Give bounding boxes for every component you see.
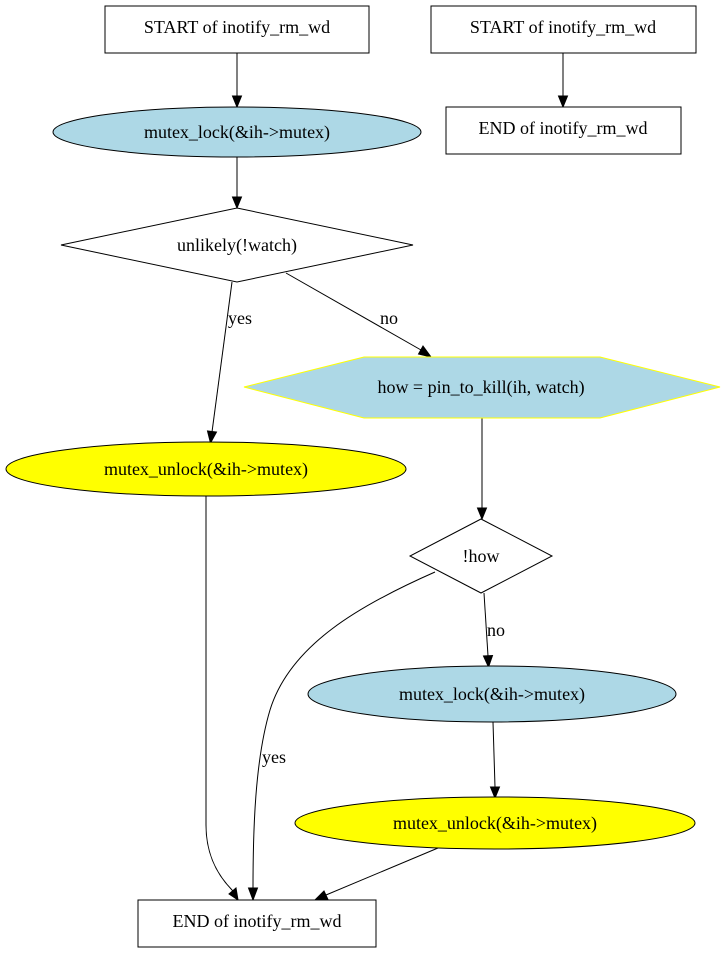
- node-start-2: START of inotify_rm_wd: [430, 5, 697, 54]
- edge-cond-watch-yes: [206, 281, 233, 445]
- node-mutex-unlock-2-label: mutex_unlock(&ih->mutex): [393, 813, 597, 834]
- node-cond-how: !how: [408, 518, 554, 594]
- edge-cond-how-yes: [247, 571, 436, 902]
- edge-unlock2-to-end-bottom: [313, 847, 439, 901]
- node-cond-watch-label: unlikely(!watch): [177, 235, 297, 256]
- node-mutex-lock-1-label: mutex_lock(&ih->mutex): [144, 122, 330, 143]
- node-mutex-unlock-1-label: mutex_unlock(&ih->mutex): [104, 459, 308, 480]
- edge-lock2-to-unlock2: [489, 721, 501, 800]
- edge-pin-to-cond-how: [476, 418, 488, 521]
- edge-start2-to-end-top: [557, 53, 569, 109]
- node-pin-to-kill-label: how = pin_to_kill(ih, watch): [377, 377, 584, 398]
- edge-label-how-no: no: [487, 620, 505, 640]
- node-mutex-lock-2-label: mutex_lock(&ih->mutex): [399, 684, 585, 705]
- node-pin-to-kill: how = pin_to_kill(ih, watch): [243, 356, 721, 419]
- node-mutex-unlock-2: mutex_unlock(&ih->mutex): [294, 796, 696, 850]
- edge-label-watch-yes: yes: [228, 308, 252, 328]
- node-start-1-label: START of inotify_rm_wd: [144, 17, 330, 37]
- edge-label-watch-no: no: [380, 308, 398, 328]
- edge-unlock1-to-end-bottom: [205, 496, 239, 902]
- node-mutex-unlock-1: mutex_unlock(&ih->mutex): [5, 441, 407, 497]
- node-start-2-label: START of inotify_rm_wd: [470, 17, 656, 37]
- node-cond-how-label: !how: [463, 546, 500, 566]
- node-mutex-lock-1: mutex_lock(&ih->mutex): [52, 106, 422, 158]
- node-start-1: START of inotify_rm_wd: [104, 5, 370, 54]
- edge-label-how-yes: yes: [262, 747, 286, 767]
- edge-cond-watch-no: [285, 272, 433, 358]
- node-end-bottom: END of inotify_rm_wd: [137, 899, 377, 948]
- node-mutex-lock-2: mutex_lock(&ih->mutex): [307, 665, 677, 723]
- edge-lock1-to-cond-watch: [231, 157, 243, 210]
- edge-cond-how-no: [482, 592, 494, 669]
- node-end-top-label: END of inotify_rm_wd: [479, 118, 648, 138]
- node-end-top: END of inotify_rm_wd: [445, 106, 682, 155]
- edge-start1-to-lock1: [231, 53, 243, 109]
- node-cond-watch: unlikely(!watch): [60, 207, 414, 283]
- node-end-bottom-label: END of inotify_rm_wd: [173, 911, 342, 931]
